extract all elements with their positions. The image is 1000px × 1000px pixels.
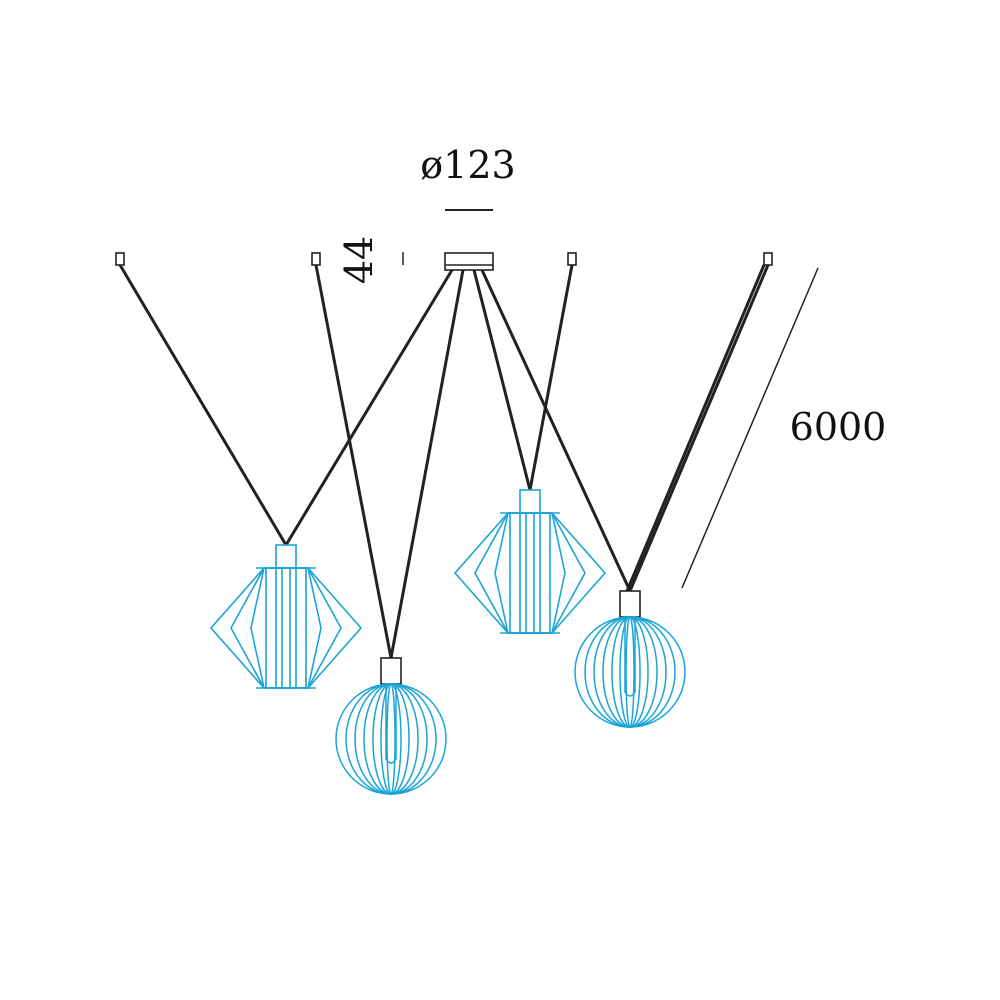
height-label: 44 [337, 236, 381, 284]
lamp-globe [574, 590, 686, 728]
length-dimension-line [681, 267, 819, 589]
diameter-label: ø123 [420, 143, 515, 187]
length-label: 6000 [790, 405, 887, 449]
cables [118, 264, 770, 659]
lamp-diamond [209, 544, 363, 689]
canopy [444, 252, 494, 271]
anchor-points [115, 252, 773, 266]
lamp-globe [335, 657, 447, 795]
lamp-diamond [453, 489, 607, 634]
